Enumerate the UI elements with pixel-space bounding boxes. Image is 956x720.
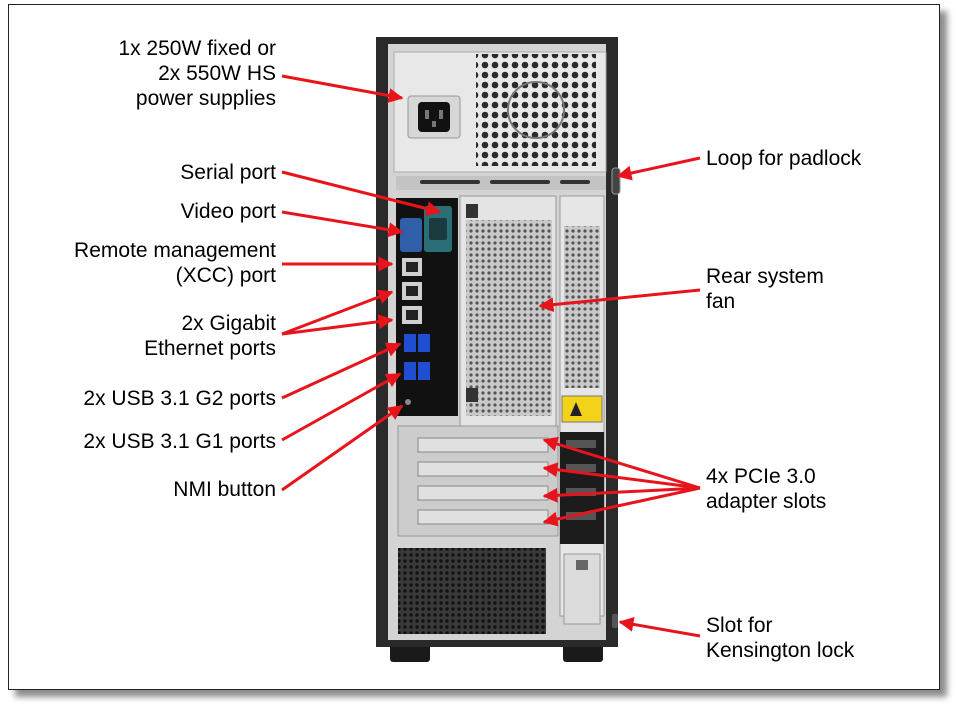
arrow-pcie-2 — [542, 462, 701, 490]
arrow-kensington — [618, 616, 701, 638]
label-power-supplies: 1x 250W fixed or 2x 550W HS power suppli… — [118, 37, 276, 110]
label-video-port: Video port — [180, 200, 276, 223]
callout-arrows — [281, 74, 701, 638]
label-nmi-button: NMI button — [173, 478, 276, 501]
label-pcie-slots: 4x PCIe 3.0 adapter slots — [706, 465, 827, 513]
arrow-pcie-4 — [542, 486, 701, 527]
nmi-button — [405, 399, 411, 405]
arrow-rear-fan — [538, 288, 701, 313]
arrow-ethernet-2 — [281, 314, 394, 336]
arrow-video-port — [281, 210, 404, 238]
label-gigabit-ethernet: 2x Gigabit Ethernet ports — [144, 312, 276, 360]
arrow-pcie-3 — [542, 486, 701, 503]
label-serial-port: Serial port — [180, 161, 276, 184]
usb-g2-port-1 — [404, 334, 416, 352]
pcie-slot-4 — [417, 509, 549, 525]
arrow-usb-g1 — [281, 372, 402, 442]
padlock-loop — [611, 167, 621, 195]
vga-port — [400, 218, 422, 252]
arrow-usb-g2 — [281, 342, 402, 400]
pcie-slot-1 — [417, 437, 549, 453]
arrow-serial-port — [281, 170, 442, 216]
pcie-slot-3 — [417, 485, 549, 501]
label-usb-g2: 2x USB 3.1 G2 ports — [83, 387, 276, 410]
usb-g1-port-2 — [418, 362, 430, 380]
psu-power-inlet — [418, 102, 450, 132]
label-remote-management: Remote management (XCC) port — [74, 239, 276, 287]
arrow-ethernet-1 — [281, 289, 394, 336]
label-kensington: Slot for Kensington lock — [706, 614, 855, 662]
label-loop-padlock: Loop for padlock — [706, 147, 862, 170]
arrow-pcie-1 — [542, 436, 701, 490]
kensington-slot — [612, 614, 618, 628]
rear-fan-grille — [466, 220, 552, 416]
psu-grille — [476, 54, 596, 166]
usb-g2-port-2 — [418, 334, 430, 352]
arrow-power-supplies — [281, 74, 404, 103]
warning-label — [561, 395, 603, 423]
usb-g1-port-1 — [404, 362, 416, 380]
bottom-grille — [398, 548, 546, 634]
label-usb-g1: 2x USB 3.1 G1 ports — [83, 430, 276, 453]
arrow-nmi-button — [281, 404, 404, 492]
psu-fan-hub — [507, 81, 565, 139]
arrow-loop-padlock — [616, 156, 701, 181]
side-mesh — [564, 226, 600, 388]
pcie-slot-2 — [417, 461, 549, 477]
label-rear-fan: Rear system fan — [706, 265, 824, 313]
